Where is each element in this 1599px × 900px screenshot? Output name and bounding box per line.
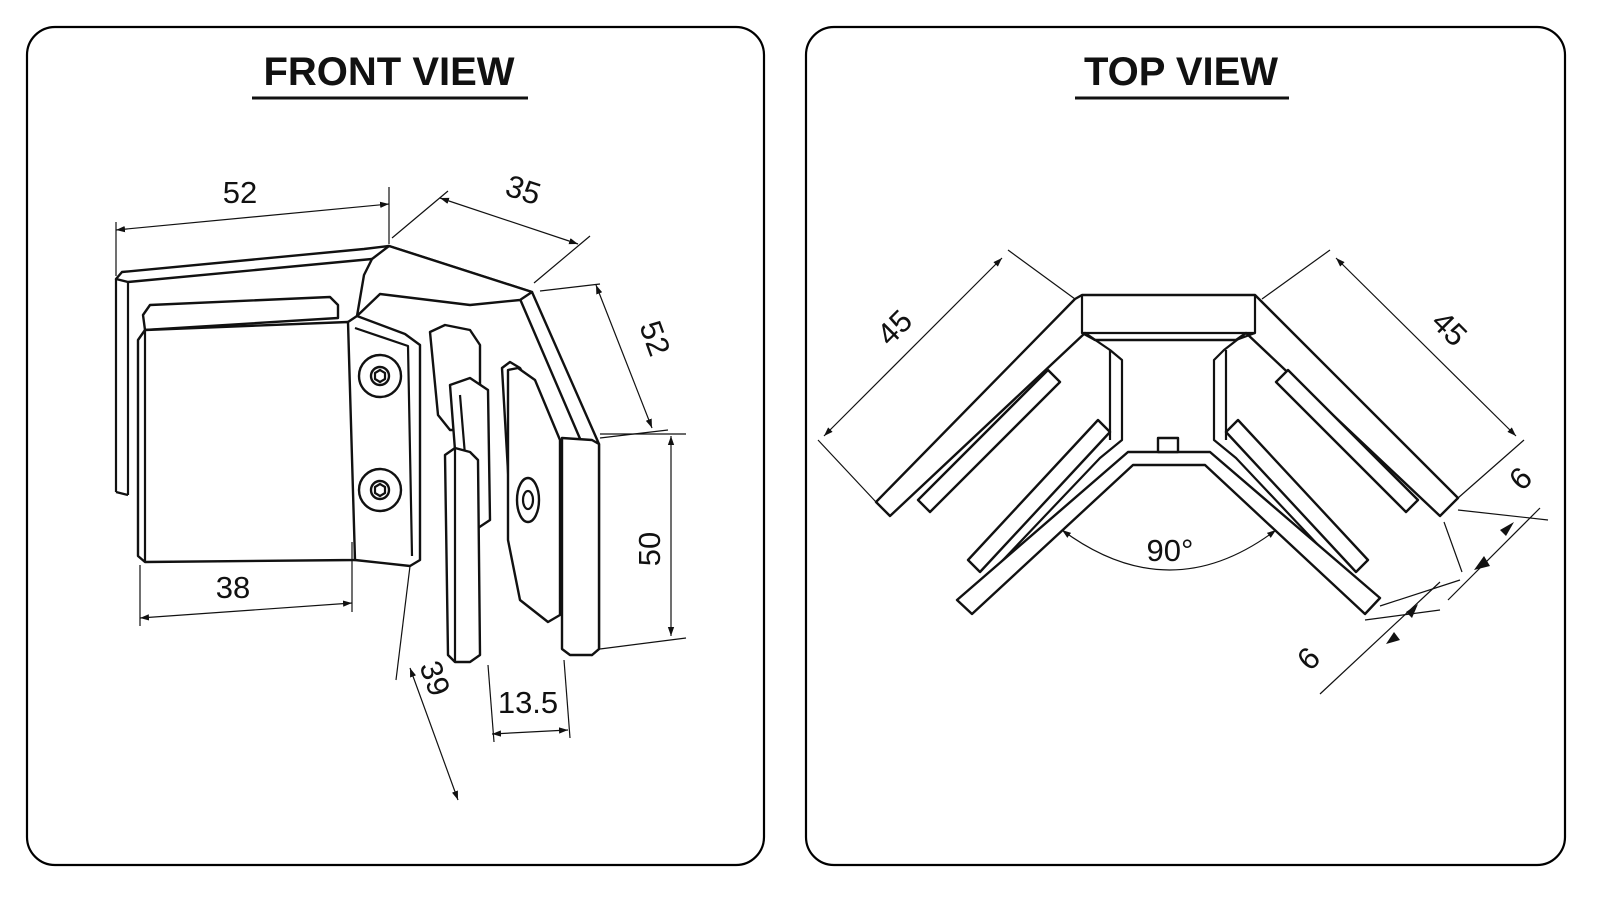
dim-line-bottom-width	[139, 600, 353, 621]
top-view-panel: TOP VIEW	[804, 25, 1567, 867]
dim-line-thickness	[491, 727, 569, 737]
dim-angle-arc	[1061, 529, 1277, 571]
dim-upper-gap-arrow	[1500, 522, 1514, 536]
dim-line-bottom-depth	[409, 667, 459, 801]
inner-chevron	[955, 450, 1382, 616]
lower-bolt-icon	[357, 467, 403, 513]
left-lower-gasket	[966, 418, 1112, 574]
top-view-title: TOP VIEW	[1084, 50, 1278, 94]
right-clamp-face	[560, 436, 601, 657]
left-inner-wall	[964, 332, 1124, 601]
center-top-cover	[355, 244, 534, 318]
center-block-edge	[354, 326, 414, 557]
dim-right-height-label: 50	[632, 532, 667, 566]
top-view-frame	[804, 25, 1567, 867]
front-view-dimensions: 52 35 52 50 38 39	[115, 168, 687, 801]
dim-lower-gap-arrow	[1406, 604, 1418, 618]
right-inner-wall	[1212, 332, 1371, 601]
dim-line-right-length	[1335, 257, 1517, 437]
dim-line-upper-gap	[1447, 507, 1541, 601]
front-view-clamp-drawing	[114, 244, 601, 664]
left-clamp-plate	[136, 320, 357, 564]
dim-line-top-width	[115, 201, 390, 233]
center-tab	[1156, 436, 1180, 454]
back-plate-bottom	[115, 490, 129, 497]
dim-angle-label: 90°	[1147, 533, 1194, 568]
front-right-plate	[443, 446, 482, 664]
dim-line-left-length	[823, 257, 1003, 437]
front-view-title: FRONT VIEW	[263, 50, 514, 94]
left-upper-gasket	[916, 368, 1062, 514]
dim-line-right-depth	[595, 284, 653, 429]
dim-upper-gap-arrow-2	[1474, 556, 1490, 570]
dim-lower-gap-arrow-2	[1386, 632, 1400, 644]
front-view-panel: FRONT VIEW	[25, 25, 766, 867]
dim-bottom-width-label: 38	[216, 570, 250, 605]
right-lower-gasket	[1224, 418, 1370, 574]
right-upper-gasket	[1274, 368, 1420, 514]
dim-line-lower-gap	[1319, 581, 1441, 695]
upper-bolt-icon	[357, 353, 403, 399]
dim-top-width-label: 52	[223, 175, 257, 210]
right-bolt-icon	[515, 476, 541, 524]
dim-line-top-depth	[439, 197, 579, 245]
dim-thickness-label: 13.5	[498, 685, 558, 720]
